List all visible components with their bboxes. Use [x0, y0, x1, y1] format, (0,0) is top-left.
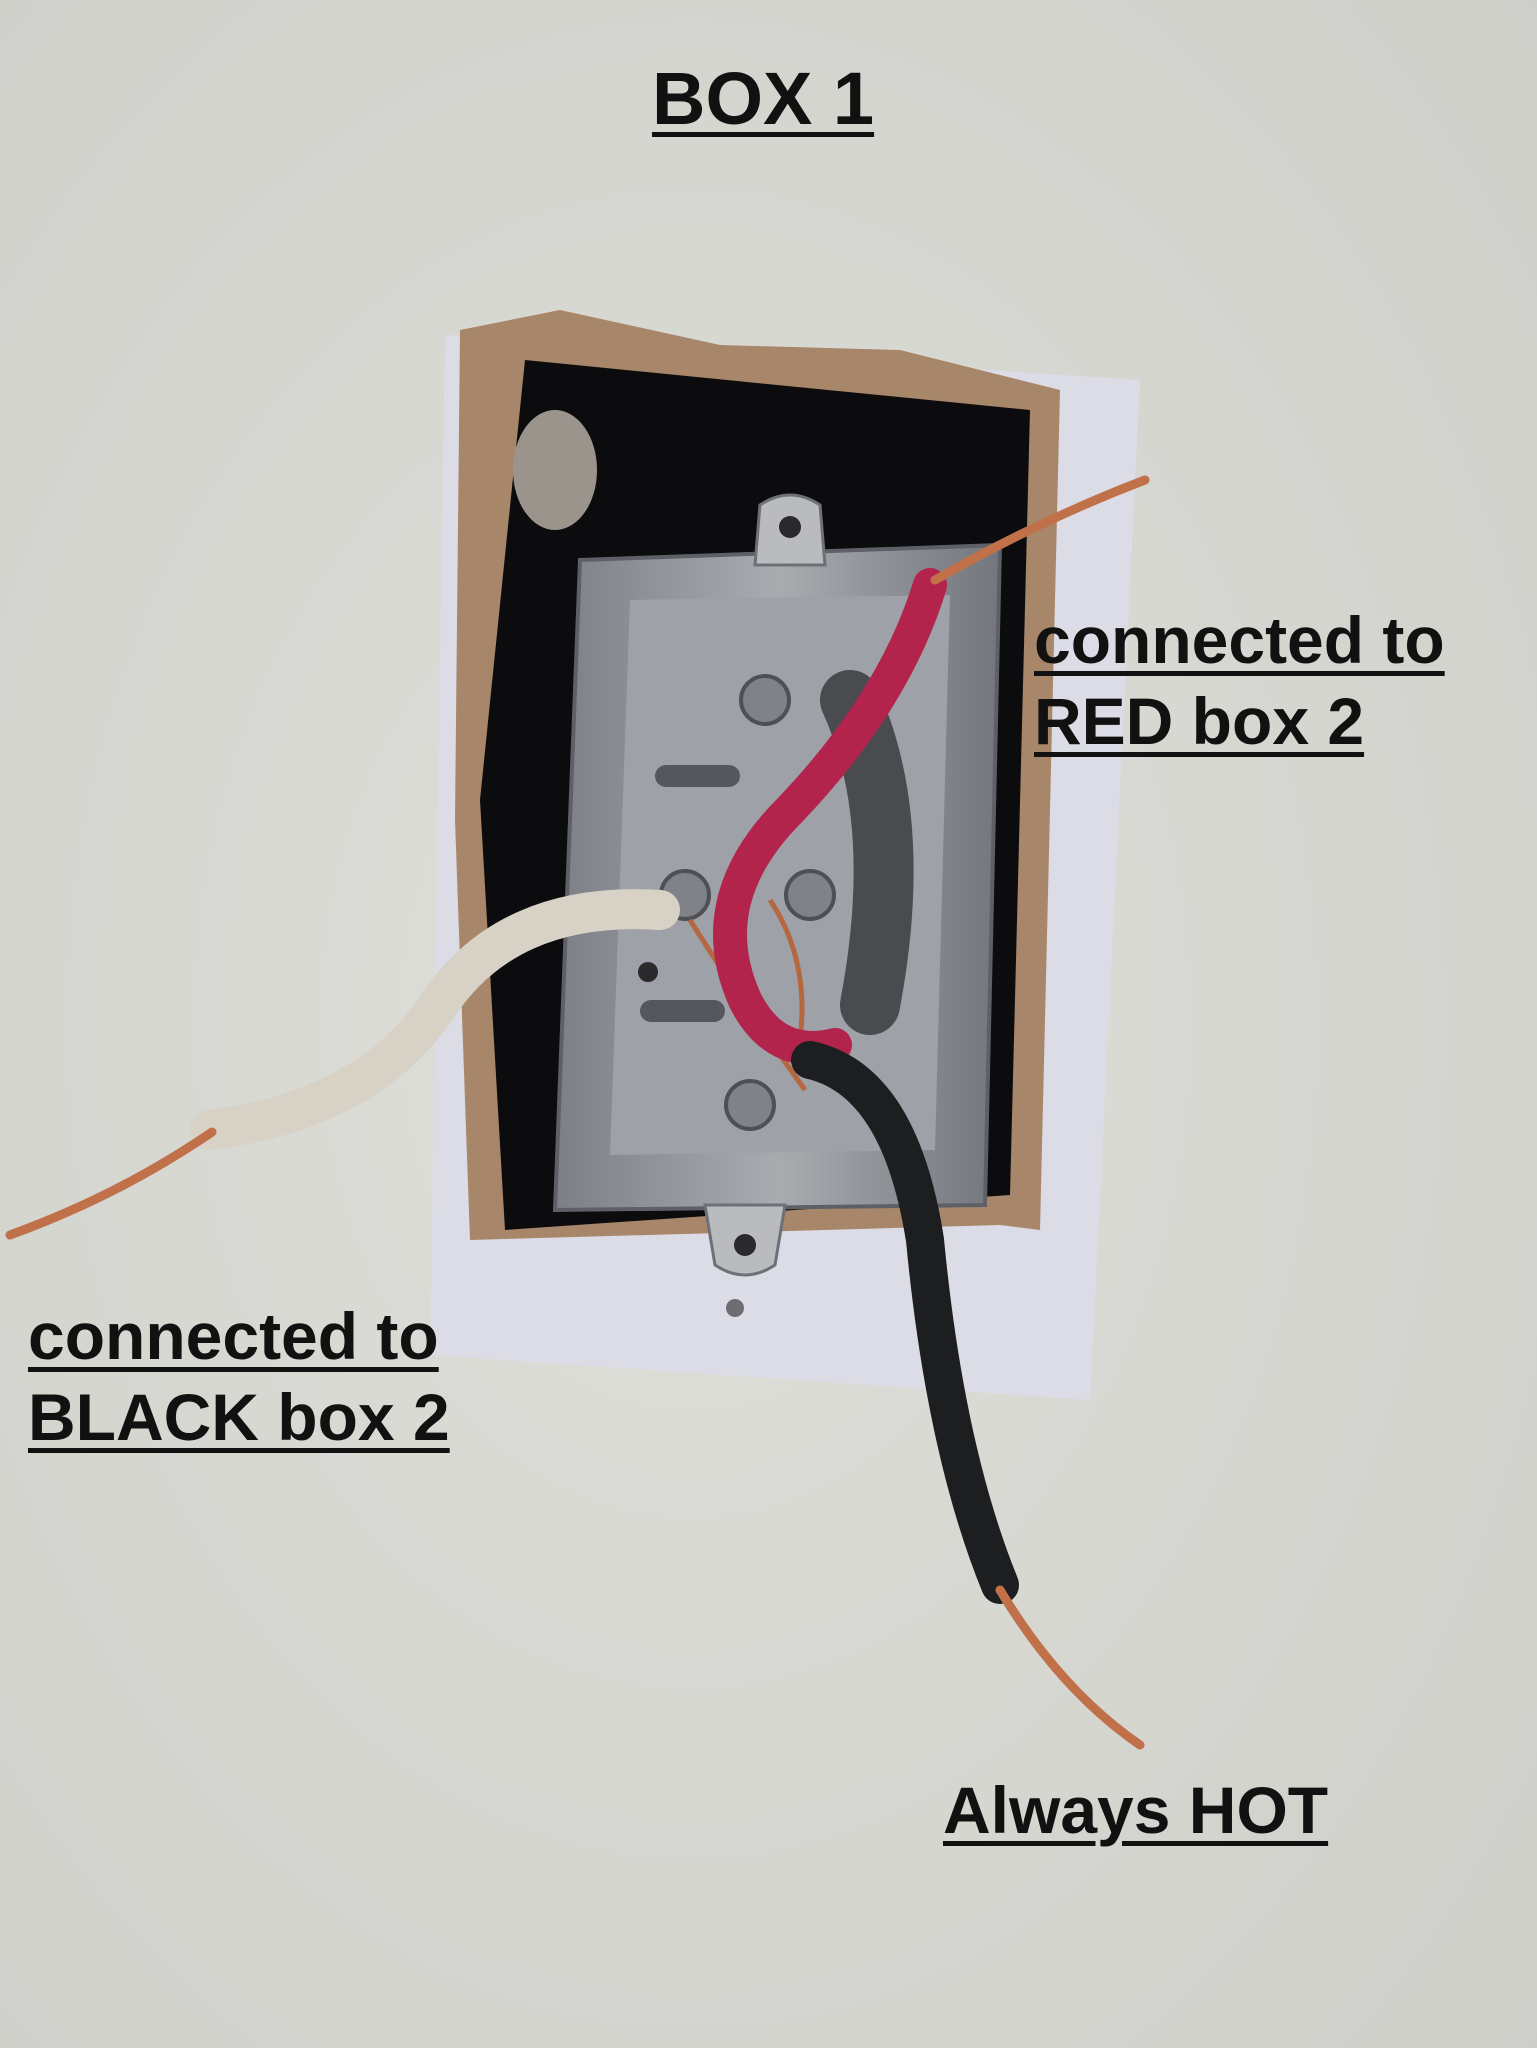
white-wire	[190, 889, 680, 1150]
insulation-debris	[513, 410, 597, 530]
red-note-line2: RED box 2	[1034, 683, 1365, 758]
clamp-screw	[784, 869, 836, 921]
black-wire-copper-tip	[995, 1585, 1145, 1750]
knockout-slot	[640, 1000, 725, 1022]
box-title: BOX 1	[652, 57, 875, 140]
red-note-line1: connected to	[1034, 603, 1445, 677]
black-note-line2: BLACK box 2	[28, 1379, 450, 1454]
white-wire-copper-tip	[5, 1127, 217, 1240]
red-wire-copper-tip	[930, 475, 1150, 585]
red-wire	[713, 568, 947, 1065]
black-note-line1: connected to	[28, 1299, 439, 1373]
patch-screw	[726, 1299, 744, 1317]
black-wire-annotation: Always HOT	[943, 1773, 1329, 1847]
black-wire	[791, 1041, 1019, 1604]
knockout-hole	[638, 962, 658, 982]
knockout-slot	[655, 765, 740, 787]
bare-ground-wire	[767, 898, 805, 1041]
top-ear-hole	[779, 516, 801, 538]
ground-screw	[739, 674, 791, 726]
bottom-ear-hole	[734, 1234, 756, 1256]
clamp-screw	[724, 1079, 776, 1131]
